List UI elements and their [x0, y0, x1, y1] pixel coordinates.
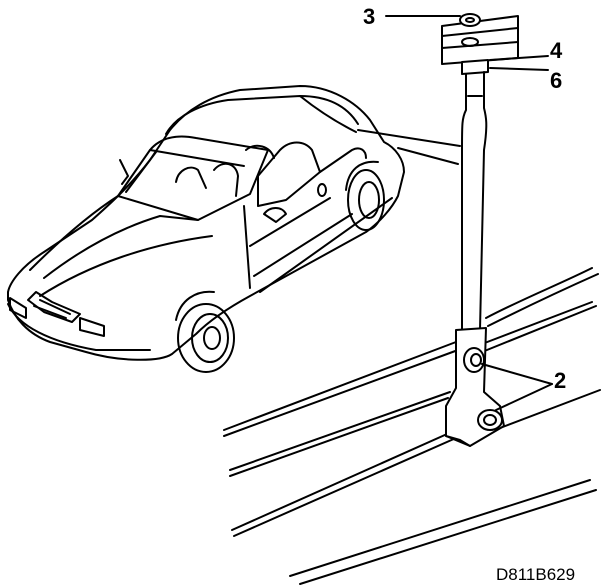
car-rear-wheel [345, 160, 385, 231]
leader-2b [495, 383, 553, 411]
car-interior-seat [175, 166, 207, 189]
car-body-outline [7, 85, 405, 361]
callout-label-6: 6 [550, 68, 563, 93]
car-bumper [7, 303, 151, 351]
car-jack [441, 13, 519, 447]
car-front-wheel [175, 290, 235, 373]
car-roof-rear [299, 95, 357, 133]
jack-shaft [461, 73, 467, 331]
car-headlight [9, 297, 27, 319]
jack-foot [445, 435, 471, 447]
car-illustration [7, 85, 405, 373]
pointer-lines [357, 129, 461, 165]
leader-6 [489, 67, 549, 71]
callout-leaders [385, 15, 553, 411]
figure-code: D811B629 [496, 565, 576, 584]
leader-2a [481, 363, 553, 385]
car-windshield [117, 135, 269, 221]
jack-saddle [441, 15, 519, 65]
car-grille [27, 291, 81, 323]
jack-collar [461, 59, 489, 75]
car-mirror [263, 207, 287, 223]
car-roof [165, 95, 359, 135]
callout-label-2: 2 [554, 368, 567, 393]
jack-pivot-lower [477, 409, 503, 431]
car-hood [29, 195, 119, 271]
callout-label-4: 4 [550, 38, 563, 63]
ground-lines [223, 267, 601, 585]
car-side-window [257, 141, 321, 207]
car-door-line [243, 205, 251, 289]
callout-label-3: 3 [363, 4, 376, 29]
leader-4 [489, 55, 549, 61]
